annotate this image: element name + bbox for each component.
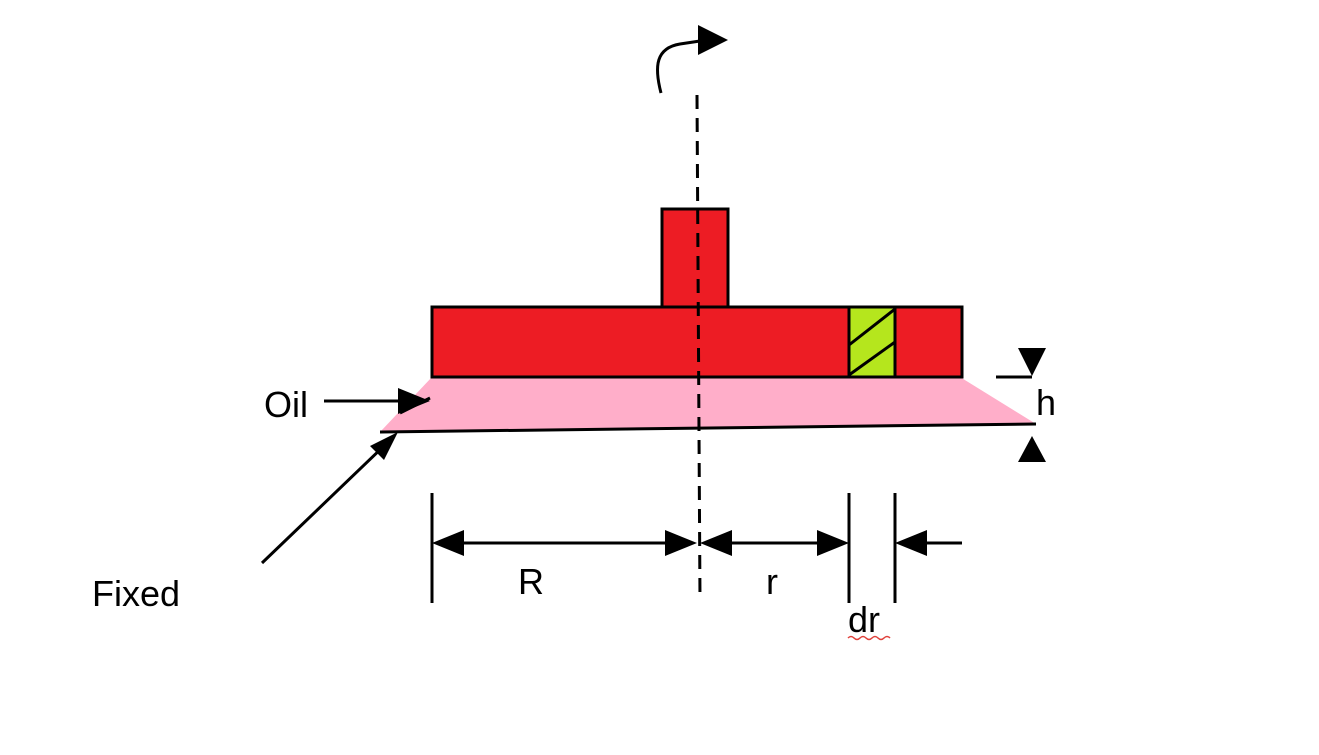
rotation-arrow: [655, 39, 701, 94]
rotation-arrowhead: [698, 25, 728, 55]
h-arrowhead-bottom: [1018, 436, 1046, 462]
dr-label: dr: [848, 599, 880, 640]
oil-label: Oil: [264, 384, 308, 425]
spellcheck-underline: [847, 635, 891, 641]
radius-label: R: [518, 561, 544, 602]
rotation-axis: [695, 94, 702, 601]
h-arrowhead-top: [1018, 348, 1046, 376]
fixed-plate-line: [379, 422, 1037, 434]
oil-film: [380, 377, 1036, 432]
radius-arrowhead-right: [665, 530, 697, 556]
oil-pointer: [399, 396, 431, 415]
shaft: [660, 207, 730, 309]
fixed-label: Fixed: [92, 573, 180, 614]
hatch-line: [848, 307, 896, 347]
fixed-arrowhead: [370, 432, 398, 460]
oil-arrowhead: [398, 388, 430, 414]
radius-arrowhead-left: [432, 530, 464, 556]
fixed-arrow: [260, 442, 388, 565]
r-label: r: [766, 561, 778, 602]
hatch-line: [848, 340, 896, 377]
element-strip: [847, 305, 897, 379]
dr-arrowhead: [895, 530, 927, 556]
h-label: h: [1036, 382, 1056, 423]
r-arrowhead-right: [817, 530, 849, 556]
r-arrowhead-left: [700, 530, 732, 556]
